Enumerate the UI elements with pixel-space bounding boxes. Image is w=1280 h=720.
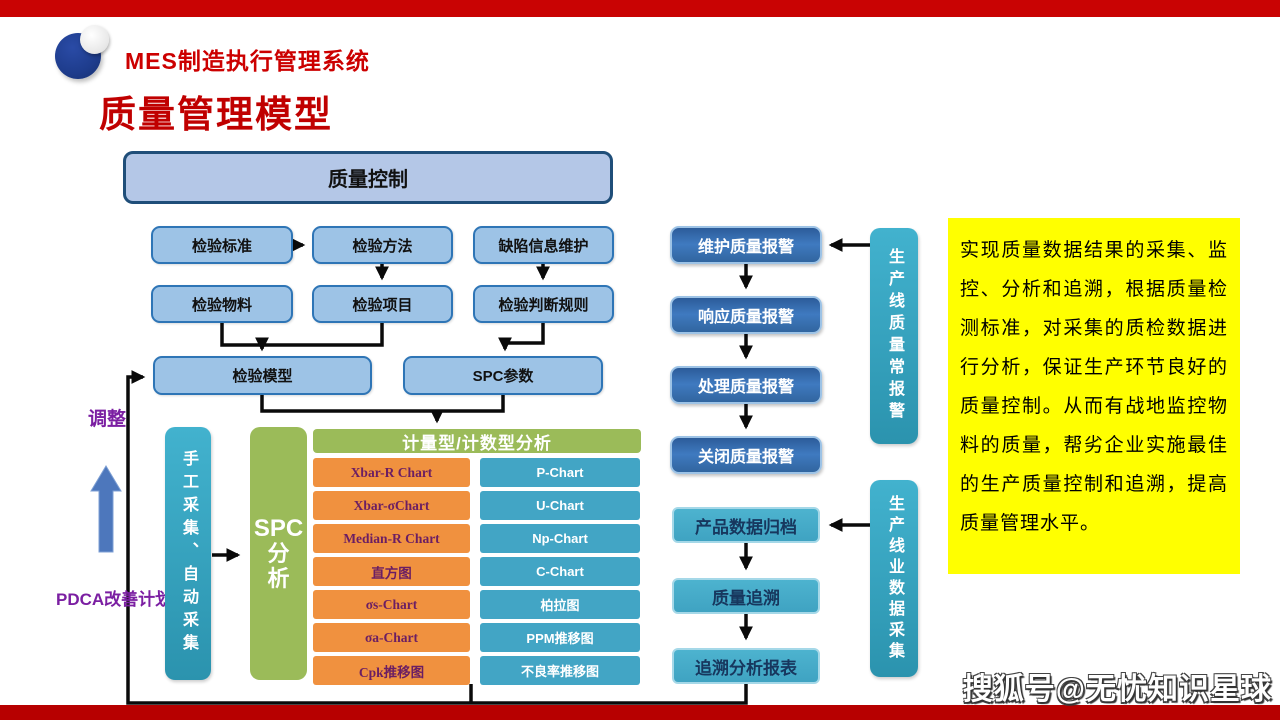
spc-attribute-chart-row: P-Chart <box>480 458 640 487</box>
alarm-source-box: 生产线质量常报警 <box>870 228 918 444</box>
spc-attribute-chart-row: 不良率推移图 <box>480 656 640 685</box>
node-spc-analysis: SPC 分 析 <box>250 427 307 680</box>
pdca-up-arrow <box>90 465 122 553</box>
logo-dot-icon <box>80 25 109 54</box>
pdca-improve-label: PDCA改善计划 <box>56 590 173 609</box>
node-manual-auto-collect: 手工采集、自动采集 <box>165 427 211 680</box>
page-title: 质量管理模型 <box>99 94 333 135</box>
spc-attribute-chart-row: C-Chart <box>480 557 640 586</box>
node-spc-parameter: SPC参数 <box>403 356 603 395</box>
spc-variable-chart-row: Cpk推移图 <box>313 656 470 685</box>
node-quality-trace: 质量追溯 <box>672 578 820 614</box>
spc-analysis-line3: 析 <box>267 566 290 591</box>
node-alarm-maintain: 维护质量报警 <box>670 226 822 264</box>
brand-title: MES制造执行管理系统 <box>125 48 370 74</box>
spc-variable-chart-row: Median-R Chart <box>313 524 470 553</box>
elbow-rule-to-spcparam <box>498 323 545 352</box>
spc-attribute-chart-row: U-Chart <box>480 491 640 520</box>
bottom-red-bar <box>0 705 1280 720</box>
trace-source-box: 生产线业数据采集 <box>870 480 918 677</box>
node-alarm-respond: 响应质量报警 <box>670 296 822 334</box>
merge-material-item <box>220 323 384 347</box>
node-alarm-handle: 处理质量报警 <box>670 366 822 404</box>
spc-attribute-chart-row: Np-Chart <box>480 524 640 553</box>
node-inspection-judge-rule: 检验判断规则 <box>473 285 614 323</box>
description-note: 实现质量数据结果的采集、监控、分析和追溯，根据质量检测标准，对采集的质检数据进行… <box>948 218 1240 574</box>
spc-analysis-line1: SPC <box>253 515 304 542</box>
node-inspection-standard: 检验标准 <box>151 226 293 264</box>
spc-analysis-line2: 分 <box>267 541 290 566</box>
spc-table-header: 计量型/计数型分析 <box>313 429 641 453</box>
spc-attribute-chart-row: PPM推移图 <box>480 623 640 652</box>
node-inspection-method: 检验方法 <box>312 226 453 264</box>
watermark: 搜狐号@无忧知识星球 <box>962 673 1272 706</box>
spc-attribute-chart-row: 柏拉图 <box>480 590 640 619</box>
node-alarm-close: 关闭质量报警 <box>670 436 822 474</box>
spc-variable-chart-row: Xbar-R Chart <box>313 458 470 487</box>
top-red-bar <box>0 0 1280 17</box>
node-inspection-model: 检验模型 <box>153 356 372 395</box>
spc-variable-chart-row: 直方图 <box>313 557 470 586</box>
merge-model-spcparam <box>260 395 505 413</box>
adjust-label: 调整 <box>88 409 127 430</box>
spc-variable-chart-row: Xbar-σChart <box>313 491 470 520</box>
node-defect-info-maintenance: 缺陷信息维护 <box>473 226 614 264</box>
node-inspection-item: 检验项目 <box>312 285 453 323</box>
node-quality-control: 质量控制 <box>123 151 613 204</box>
spc-variable-chart-row: σa-Chart <box>313 623 470 652</box>
node-product-data-archive: 产品数据归档 <box>672 507 820 543</box>
node-inspection-material: 检验物料 <box>151 285 293 323</box>
spc-variable-chart-row: σs-Chart <box>313 590 470 619</box>
node-trace-analysis-report: 追溯分析报表 <box>672 648 820 684</box>
